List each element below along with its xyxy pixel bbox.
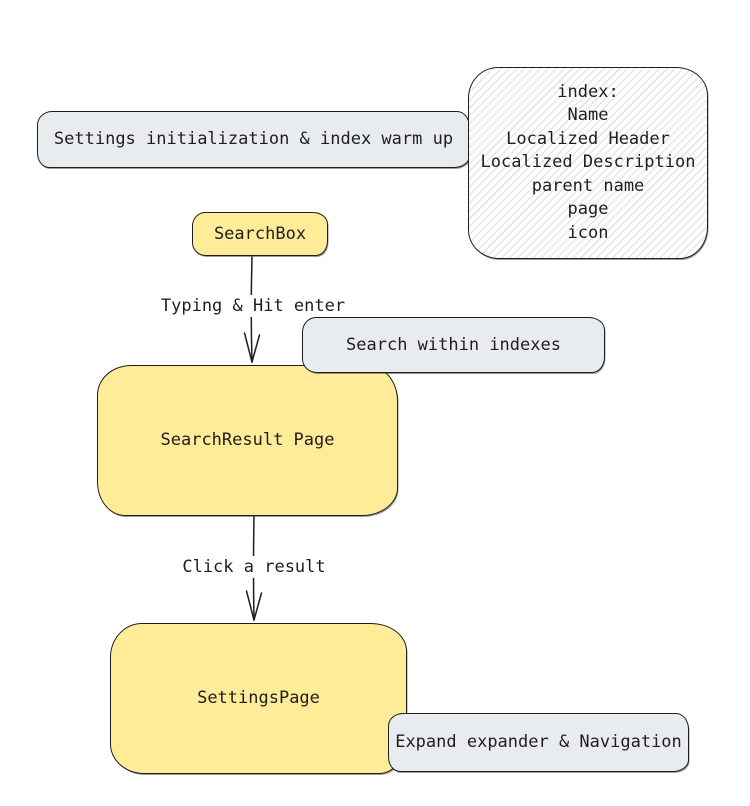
edge-label-click: Click a result [180,556,328,578]
index-note-line: parent name [531,175,645,196]
node-settings-page: SettingsPage [110,623,407,774]
index-note-line: Localized Header [506,128,670,149]
index-note-line: icon [567,222,609,243]
node-searchresult-page: SearchResult Page [97,365,398,516]
node-searchresult-page-label: SearchResult Page [160,430,335,451]
index-note-line: Name [567,105,609,126]
node-search-within-indexes: Search within indexes [302,317,605,373]
node-settings-initialization: Settings initialization & index warm up [37,111,470,168]
node-searchbox: SearchBox [192,212,328,256]
node-search-within-indexes-label: Search within indexes [346,334,561,355]
index-note-line: page [567,199,609,220]
index-note-line: index: [557,81,619,102]
node-expand-expander-navigation-label: Expand expander & Navigation [395,732,682,753]
node-expand-expander-navigation: Expand expander & Navigation [388,713,689,772]
node-index-fields-note: index: Name Localized Header Localized D… [468,67,708,259]
node-searchbox-label: SearchBox [213,223,307,244]
node-settings-initialization-label: Settings initialization & index warm up [53,129,454,150]
edge-label-typing: Typing & Hit enter [158,295,348,317]
node-settings-page-label: SettingsPage [197,688,320,709]
index-note-line: Localized Description [480,152,696,173]
